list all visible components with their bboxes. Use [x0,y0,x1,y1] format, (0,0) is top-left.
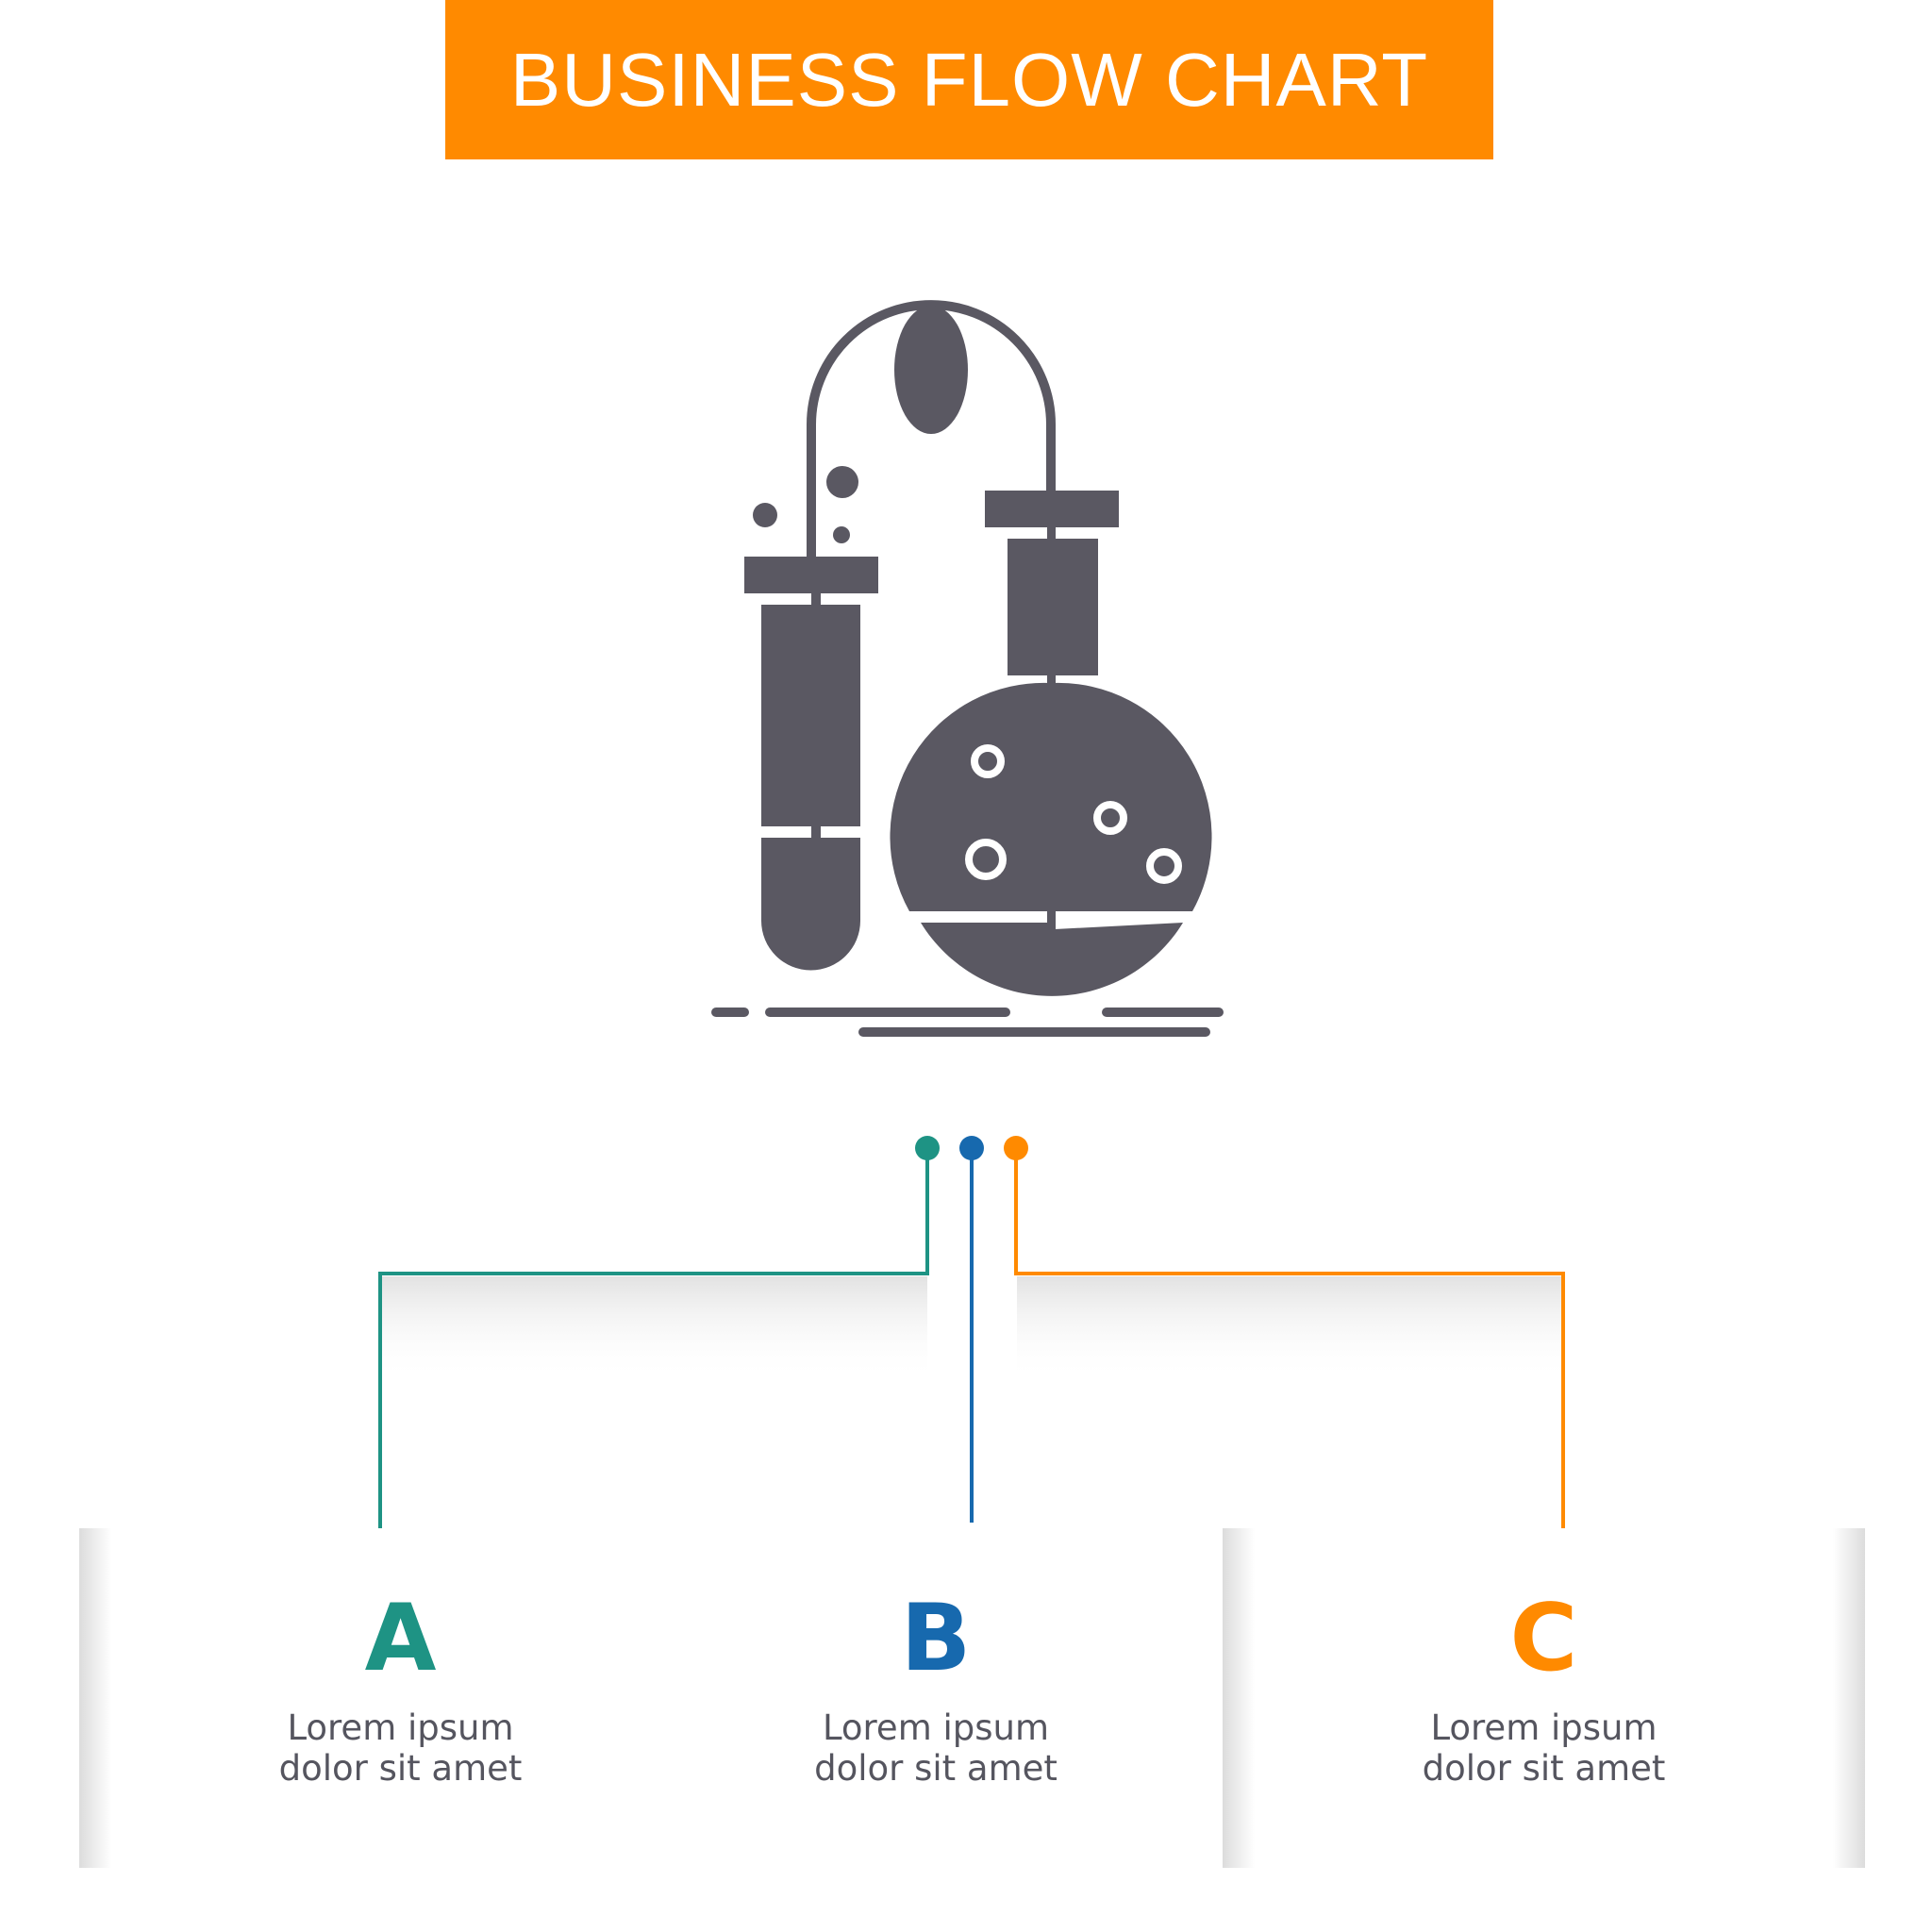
shade-right [1017,1276,1564,1380]
step-letter-b: B [900,1585,972,1692]
title-banner: BUSINESS FLOW CHART [445,0,1493,159]
step-panel-b: B Lorem ipsum dolor sit amet [650,1528,1222,1868]
step-text-c: Lorem ipsum dolor sit amet [1223,1707,1865,1789]
step-text-a-line1: Lorem ipsum [287,1707,514,1748]
step-text-c-line2: dolor sit amet [1422,1748,1666,1789]
step-text-c-line1: Lorem ipsum [1430,1707,1657,1748]
step-text-b-line2: dolor sit amet [814,1748,1058,1789]
connector-c [1004,1136,1565,1543]
step-text-b-line1: Lorem ipsum [822,1707,1050,1748]
step-panel-c: C Lorem ipsum dolor sit amet [1223,1528,1865,1868]
step-text-a: Lorem ipsum dolor sit amet [79,1707,722,1789]
step-letter-c: C [1509,1585,1578,1692]
chemistry-flask-test-tube-icon [711,300,1224,1037]
shade-left [382,1276,927,1380]
step-panel-a: A Lorem ipsum dolor sit amet [79,1528,722,1868]
step-letter-a: A [364,1585,437,1692]
page-title: BUSINESS FLOW CHART [509,37,1429,122]
connector-b [959,1136,984,1523]
step-text-b: Lorem ipsum dolor sit amet [650,1707,1222,1789]
step-text-a-line2: dolor sit amet [278,1748,523,1789]
connector-a [378,1136,940,1543]
